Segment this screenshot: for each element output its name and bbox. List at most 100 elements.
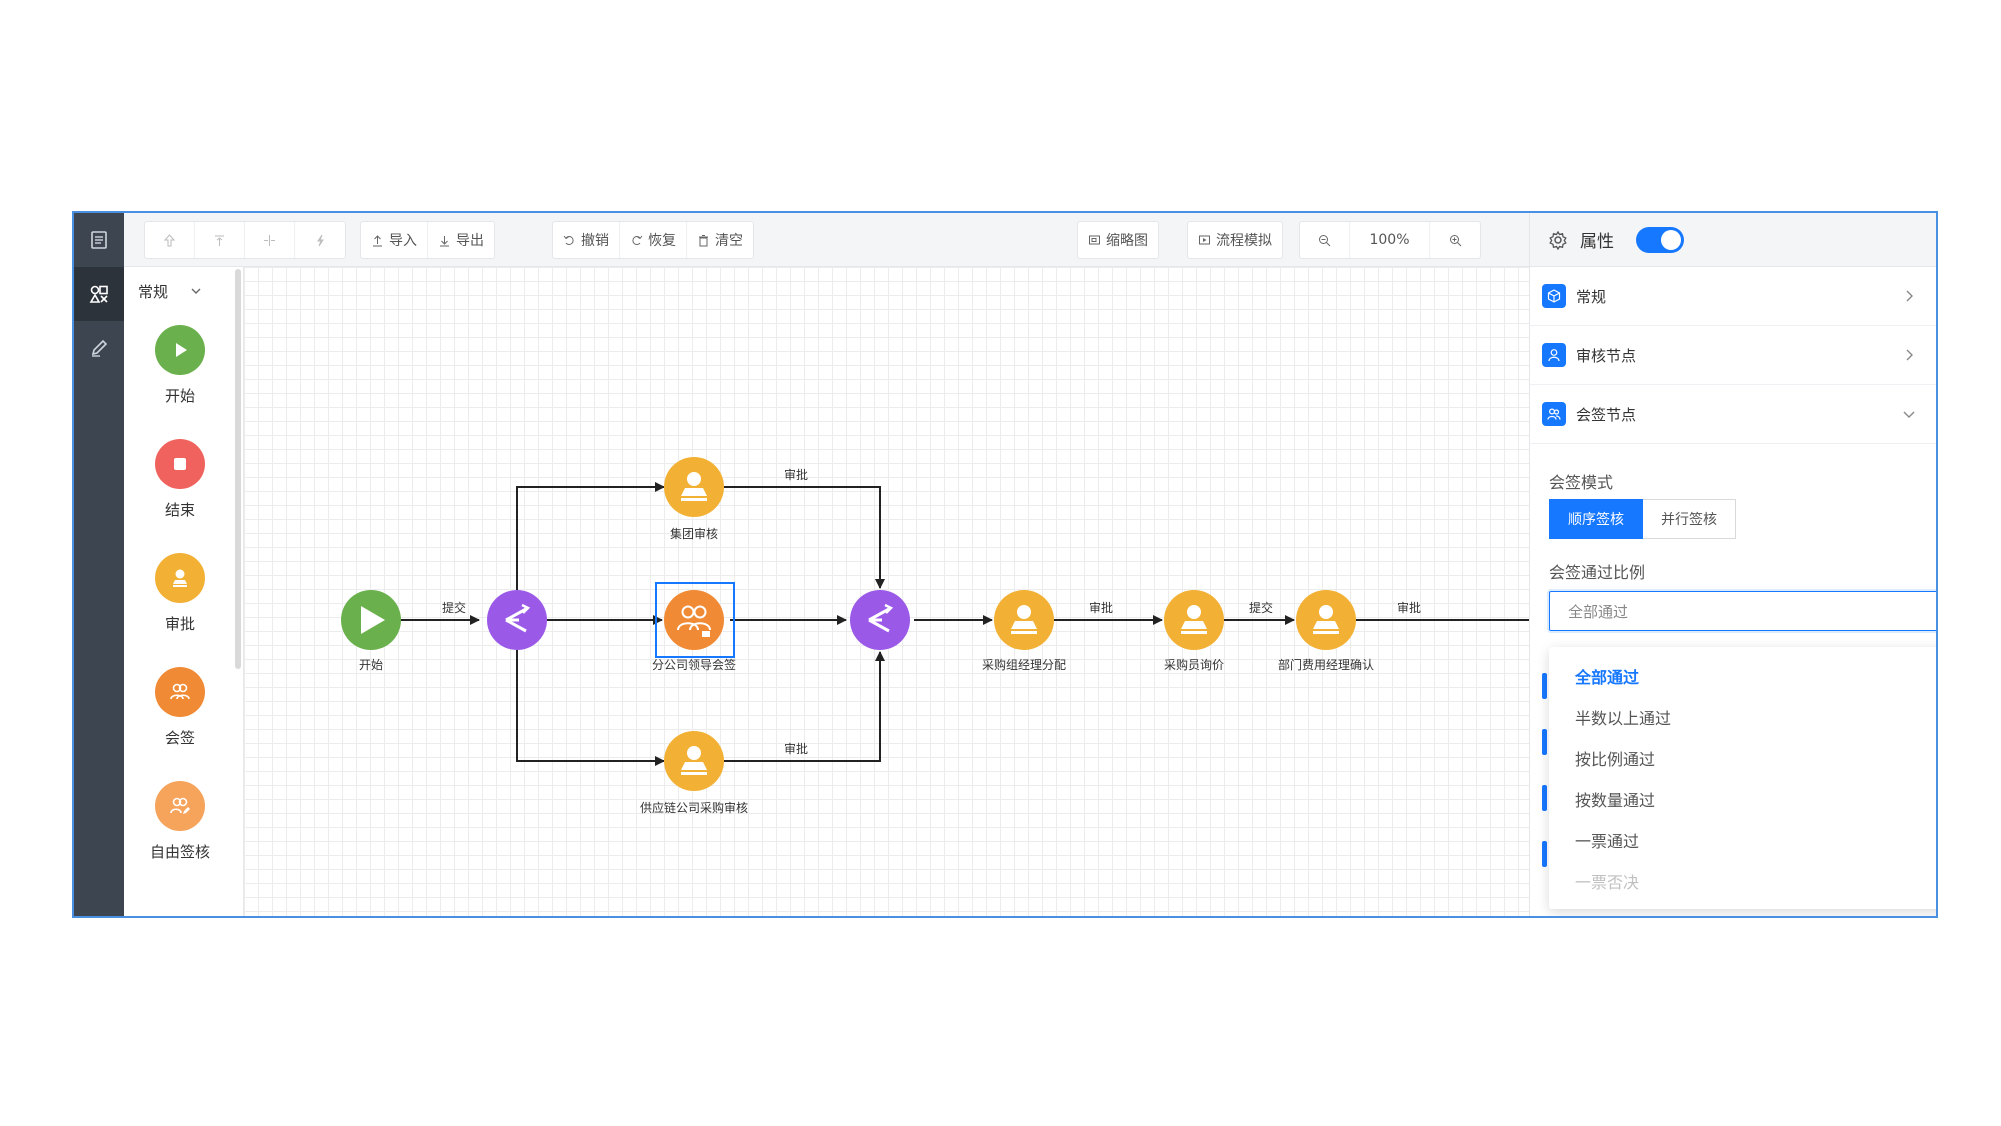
section-approve-node[interactable]: 审核节点 (1530, 326, 1936, 385)
node-label: 分公司领导会签 (652, 657, 736, 672)
ratio-option[interactable]: 半数以上通过 (1575, 708, 1672, 728)
download-icon (440, 235, 449, 246)
zoom-out-button[interactable] (1300, 222, 1350, 258)
flow-diagram: 提交 审批 审批 审批 提交 审批 开始 (341, 457, 1529, 815)
undo-icon (563, 235, 574, 245)
palette-item-countersign[interactable]: 会签 (124, 667, 236, 748)
node-label: 开始 (359, 658, 383, 672)
section-countersign-node[interactable]: 会签节点 (1530, 385, 1936, 444)
node-label: 部门费用经理确认 (1278, 657, 1374, 672)
node-label: 集团审核 (670, 526, 718, 541)
connect-button[interactable] (295, 222, 345, 258)
align-tool-group (144, 221, 346, 259)
toolbar: 导入 导出 撤销 恢复 清空 缩略图 流程模拟 100% (124, 213, 1529, 267)
cube-icon (1542, 284, 1566, 308)
io-tool-group: 导入 导出 (360, 221, 495, 259)
users-icon (1542, 402, 1566, 426)
ratio-dropdown: 全部通过 半数以上通过 按比例通过 按数量通过 一票通过 一票否决 (1549, 647, 1936, 909)
node-label: 采购员询价 (1164, 657, 1224, 672)
clear-button[interactable]: 清空 (687, 222, 753, 258)
center-align-button[interactable] (245, 222, 295, 258)
simulate-button[interactable]: 流程模拟 (1188, 222, 1282, 258)
properties-panel: 属性 常规 审核节点 会签节点 会签模式 顺序签核 并行签核 会签通过比例 全部… (1529, 213, 1936, 916)
node-join[interactable] (850, 590, 910, 650)
simulate-icon (1199, 235, 1210, 244)
stamp-icon (155, 553, 205, 603)
minimap-tool-group: 缩略图 (1077, 221, 1159, 259)
gear-icon (1549, 230, 1567, 250)
export-button[interactable]: 导出 (428, 222, 494, 258)
chevron-down-icon (1903, 411, 1915, 418)
shapes-icon[interactable] (74, 267, 124, 321)
flow-canvas[interactable]: 提交 审批 审批 审批 提交 审批 开始 (244, 267, 1529, 916)
redo-icon (632, 235, 643, 245)
simulate-tool-group: 流程模拟 (1187, 221, 1283, 259)
zoom-tool-group: 100% (1299, 221, 1481, 259)
group-edit-icon (155, 781, 205, 831)
edge-label: 审批 (1397, 600, 1421, 615)
mode-segmented: 顺序签核 并行签核 (1549, 499, 1736, 539)
collapsed-section-marker (1542, 729, 1547, 755)
redo-button[interactable]: 恢复 (620, 222, 687, 258)
properties-header: 属性 (1530, 213, 1936, 267)
node-cost-confirm[interactable]: 部门费用经理确认 (1278, 590, 1374, 672)
palette-category-select[interactable]: 常规 (124, 267, 243, 315)
palette-item-start[interactable]: 开始 (124, 325, 236, 406)
palette-item-approve[interactable]: 审批 (124, 553, 236, 634)
play-icon (155, 325, 205, 375)
chevron-down-icon (191, 288, 201, 294)
history-tool-group: 撤销 恢复 清空 (552, 221, 754, 259)
node-fork[interactable] (487, 590, 547, 650)
node-start[interactable]: 开始 (341, 590, 401, 672)
edge-fork-group (516, 482, 665, 590)
chevron-right-icon (1906, 290, 1913, 302)
collapsed-section-marker (1542, 841, 1547, 867)
upload-icon (373, 234, 382, 246)
node-supply-approve[interactable]: 供应链公司采购审核 (640, 731, 748, 815)
chevron-right-icon (1906, 349, 1913, 361)
ratio-option[interactable]: 全部通过 (1575, 667, 1640, 687)
mode-label: 会签模式 (1549, 473, 1614, 492)
map-icon (1089, 235, 1100, 244)
properties-title: 属性 (1580, 232, 1614, 252)
edge-supply-join (724, 651, 885, 762)
align-button[interactable] (145, 222, 195, 258)
node-group-approve[interactable]: 集团审核 (664, 457, 724, 541)
user-icon (1542, 343, 1566, 367)
node-label: 采购组经理分配 (982, 657, 1066, 672)
undo-button[interactable]: 撤销 (553, 222, 620, 258)
node-label: 供应链公司采购审核 (640, 800, 748, 815)
document-icon[interactable] (74, 213, 124, 267)
palette-item-free-sign[interactable]: 自由签核 (124, 781, 236, 862)
trash-icon (699, 234, 708, 246)
ratio-select[interactable]: 全部通过 (1549, 591, 1936, 631)
collapsed-section-marker (1542, 785, 1547, 811)
ratio-option[interactable]: 按比例通过 (1575, 749, 1656, 769)
zoom-out-icon (1319, 234, 1331, 246)
mode-parallel-option[interactable]: 并行签核 (1643, 499, 1736, 539)
left-rail (74, 213, 124, 916)
palette-item-end[interactable]: 结束 (124, 439, 236, 520)
node-branch-countersign[interactable]: 分公司领导会签 (652, 582, 736, 672)
zoom-in-button[interactable] (1430, 222, 1480, 258)
edge-label: 提交 (442, 600, 466, 615)
section-general[interactable]: 常规 (1530, 267, 1936, 326)
import-button[interactable]: 导入 (361, 222, 428, 258)
top-align-button[interactable] (195, 222, 245, 258)
ratio-option[interactable]: 一票否决 (1575, 872, 1640, 892)
edge-label: 审批 (1089, 600, 1113, 615)
node-purchase-inquiry[interactable]: 采购员询价 (1164, 590, 1224, 672)
mode-sequential-option[interactable]: 顺序签核 (1549, 499, 1643, 539)
node-purchase-assign[interactable]: 采购组经理分配 (982, 590, 1066, 672)
group-icon (155, 667, 205, 717)
ratio-option[interactable]: 按数量通过 (1575, 790, 1656, 810)
ratio-option[interactable]: 一票通过 (1575, 831, 1640, 851)
workflow-designer: 导入 导出 撤销 恢复 清空 缩略图 流程模拟 100% 常规 (72, 211, 1938, 918)
pen-icon[interactable] (74, 321, 124, 375)
minimap-button[interactable]: 缩略图 (1078, 222, 1158, 258)
palette-scrollbar[interactable] (235, 269, 241, 669)
edge-label: 提交 (1249, 600, 1273, 615)
zoom-in-icon (1449, 234, 1461, 246)
properties-toggle[interactable] (1636, 226, 1684, 253)
zoom-level: 100% (1350, 222, 1430, 258)
